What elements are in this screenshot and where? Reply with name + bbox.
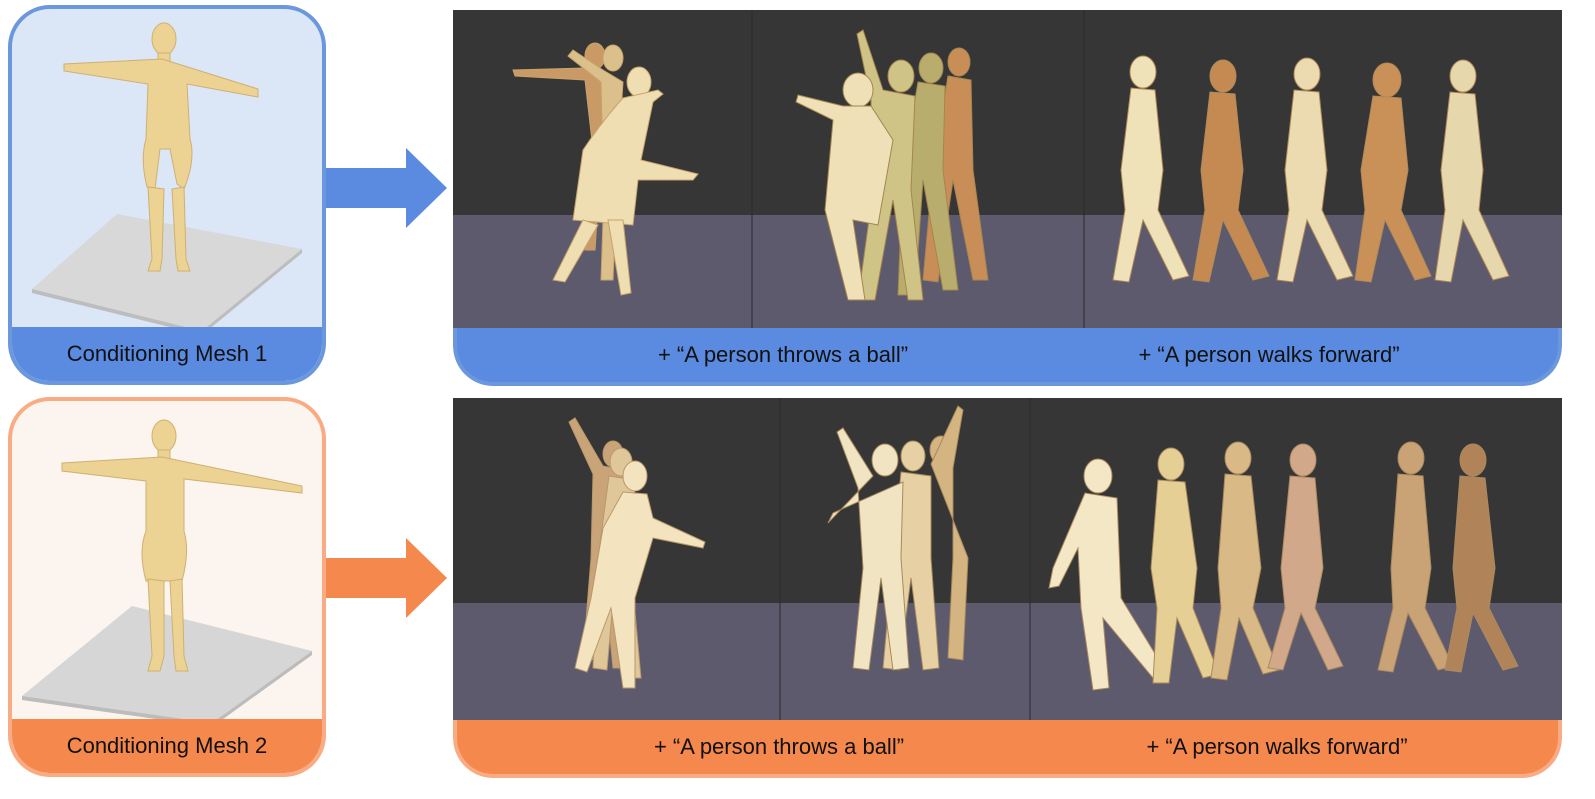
generated-motions-1-panel: + “A person throws a ball” + “A person w… [453,10,1562,386]
generated-motions-2-render [453,398,1562,720]
caption-walk-1: + “A person walks forward” [1138,342,1400,367]
throw-motion-figures-1 [568,417,706,689]
generated-motions-1-caption-bar: + “A person throws a ball” + “A person w… [453,328,1562,386]
throw-motion-figures-2 [827,405,969,671]
conditioning-mesh-2-render [22,419,312,719]
caption-walk-2: + “A person walks forward” [1146,734,1408,759]
conditioning-mesh-2-card: Conditioning Mesh 2 [8,397,326,777]
conditioning-mesh-1-card: Conditioning Mesh 1 [8,5,326,385]
arrow-right-icon [326,148,447,228]
arrow-right-icon [326,538,447,618]
conditioning-mesh-2-label: Conditioning Mesh 2 [12,719,322,773]
caption-throw-2: + “A person throws a ball” [653,734,905,759]
generated-motions-1-render [453,10,1562,328]
caption-throw-1: + “A person throws a ball” [657,342,909,367]
t-pose-body [61,419,303,672]
ground-plane [32,214,302,327]
throw-motion-figures-2 [795,29,989,301]
conditioning-mesh-1-render [32,22,302,327]
conditioning-mesh-1-label: Conditioning Mesh 1 [12,327,322,381]
ground-plane [22,606,312,719]
throw-motion-figures-1 [512,42,699,296]
walk-motion-figures [1048,441,1519,691]
walk-motion-figures [1112,55,1510,283]
generated-motions-2-panel: + “A person throws a ball” + “A person w… [453,398,1562,778]
generated-motions-2-caption-bar: + “A person throws a ball” + “A person w… [453,720,1562,778]
t-pose-body [63,22,259,272]
